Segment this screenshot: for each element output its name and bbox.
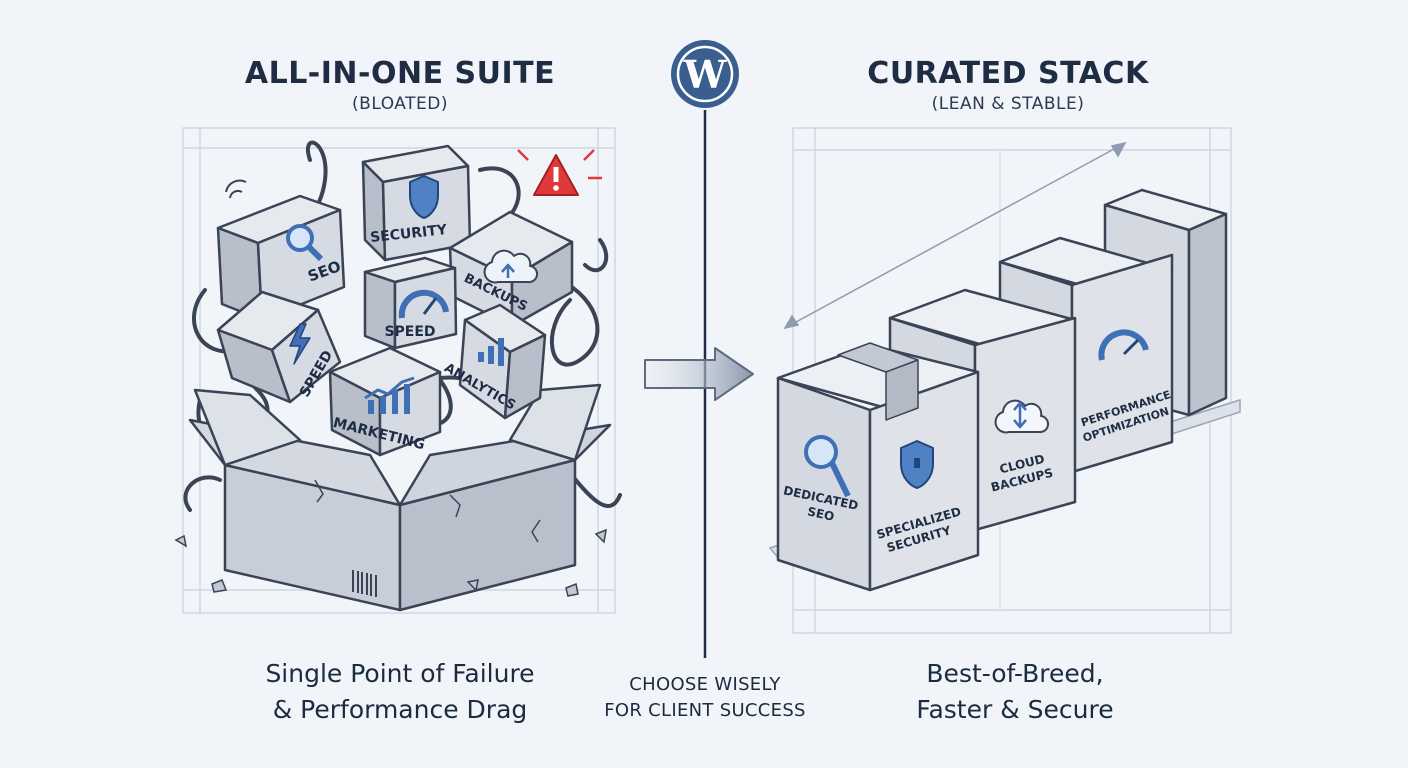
right-caption-line2: Faster & Secure [916,695,1114,724]
center-arrow-icon [644,347,754,401]
right-caption-line1: Best-of-Breed, [926,659,1104,688]
warning-icon [517,149,602,196]
right-subtitle: (LEAN & STABLE) [931,94,1085,114]
bloated-plugin-cubes [216,144,574,457]
wifi-icon [225,179,247,199]
center-caption-line1: CHOOSE WISELY [629,674,781,695]
left-title: ALL-IN-ONE SUITE [244,56,556,91]
debris-shards [174,528,607,597]
left-grid [182,127,616,614]
right-title: CURATED STACK [867,56,1149,91]
right-caption: Best-of-Breed, Faster & Secure [815,656,1215,728]
left-caption: Single Point of Failure & Performance Dr… [185,656,615,728]
box-label-speed-gauge: SPEED [384,324,435,340]
left-caption-line2: & Performance Drag [272,695,528,724]
left-subtitle: (BLOATED) [352,94,448,114]
analytics-cube [458,303,547,420]
wordpress-logo-letter: W [683,52,728,97]
left-caption-line1: Single Point of Failure [265,659,535,688]
marketing-cube [328,346,442,457]
barcode-icon [352,570,377,597]
curated-stack-blocks [776,188,1228,592]
speed-lightning-cube [216,290,342,404]
speed-gauge-cube [363,256,458,350]
block-label-seo-line2: SEO [806,504,835,523]
center-caption: CHOOSE WISELY FOR CLIENT SUCCESS [585,672,825,724]
stack-block-seo-security [776,342,980,592]
security-cube [361,144,472,262]
open-cardboard-box [188,383,612,612]
center-caption-line2: FOR CLIENT SUCCESS [604,700,806,721]
wordpress-logo-icon: W [671,40,739,108]
